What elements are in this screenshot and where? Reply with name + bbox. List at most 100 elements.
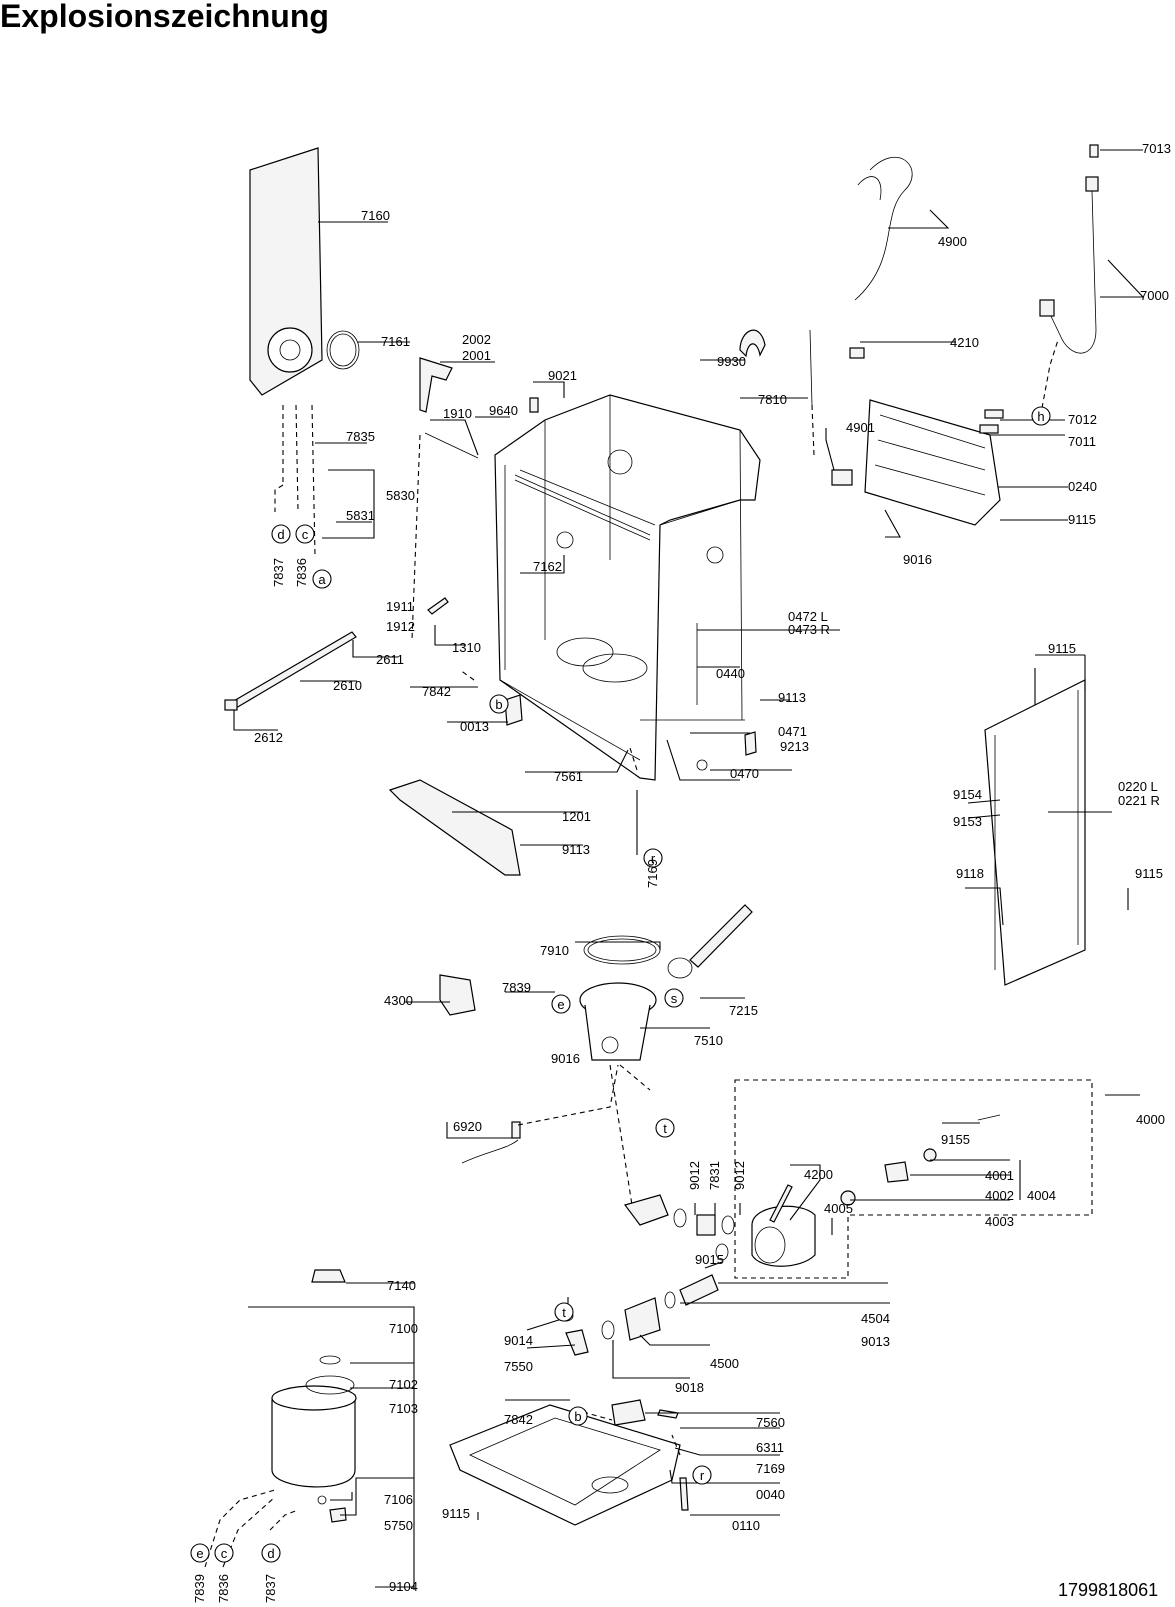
part-1201-base-cover [388,779,521,876]
label-7106: 7106 [384,1492,413,1507]
pump-assembly-4000-boundary [734,1079,1093,1279]
label-2610: 2610 [333,678,362,693]
part-4003 [840,1190,856,1206]
marker-a: a [312,569,332,589]
part-number-labels: 7160 7161 2002 2001 9021 1910 9640 7835 … [192,141,1171,1603]
part-4002 [884,1161,909,1183]
label-0472L: 0472 L [788,609,828,624]
svg-text:e: e [557,997,564,1012]
label-7839-lower: 7839 [192,1574,207,1603]
label-9014: 9014 [504,1333,533,1348]
part-2001-bracket [419,357,453,413]
label-0110: 0110 [732,1518,760,1533]
callout-markers: a b c d e h r s t t b r e c d [190,406,1051,1563]
label-9104: 9104 [389,1579,418,1594]
label-7011: 7011 [1068,434,1096,449]
part-7215-hose [689,904,753,968]
part-9021-clip [529,397,539,413]
part-2612-cap [224,699,238,711]
label-2612: 2612 [254,730,283,745]
part-7000-connector [1039,299,1055,317]
label-0240: 0240 [1068,479,1097,494]
part-7100-softener [271,1394,356,1488]
page-title: Explosionszeichnung [0,0,329,34]
part-4900-cable [854,157,913,301]
label-7000: 7000 [1140,288,1169,303]
part-9012-clamp-a [673,1208,687,1228]
svg-text:s: s [671,991,678,1006]
label-4300: 4300 [384,993,413,1008]
label-4901: 4901 [846,420,875,435]
label-9213: 9213 [780,739,809,754]
label-9115: 9115 [1068,512,1096,527]
marker-e: e [551,994,571,1014]
marker-b: b [489,694,509,714]
label-0013: 0013 [460,719,489,734]
marker-d-lower: d [261,1543,281,1563]
label-9930: 9930 [717,354,746,369]
label-4210: 4210 [950,335,979,350]
part-4210 [849,347,865,359]
label-6311: 6311 [756,1440,784,1455]
part-6920-fitting [511,1121,521,1139]
part-9155 [977,1114,1001,1121]
label-4004: 4004 [1027,1188,1056,1203]
label-7837-lower: 7837 [263,1574,278,1603]
marker-t: t [655,1118,675,1138]
part-0040-base-tray [449,1404,681,1526]
label-2611: 2611 [376,652,404,667]
part-7831-hose [696,1214,716,1236]
svg-text:c: c [302,527,309,542]
label-7140: 7140 [387,1278,416,1293]
label-9153: 9153 [953,814,982,829]
label-9016-sump: 9016 [551,1051,580,1066]
label-7161: 7161 [381,334,410,349]
part-4200-heater [769,1184,793,1223]
label-7160: 7160 [361,208,390,223]
part-1910-seal [424,432,479,459]
label-9155: 9155 [941,1132,970,1147]
label-4002: 4002 [985,1188,1014,1203]
label-7842: 7842 [422,684,451,699]
part-4300 [439,974,476,1016]
label-1201: 1201 [562,809,591,824]
part-0013-hinge [504,694,523,726]
part-1310 [427,597,449,615]
label-7100: 7100 [389,1321,418,1336]
part-7102-seal [319,1355,341,1365]
label-7835: 7835 [346,429,375,444]
part-7560 [611,1399,646,1426]
part-7011 [979,424,999,434]
label-7550: 7550 [504,1359,533,1374]
label-1911: 1911 [386,599,414,614]
label-4500: 4500 [710,1356,739,1371]
svg-text:c: c [221,1546,228,1561]
part-7103-seal [305,1375,355,1395]
part-4504-hose [679,1274,719,1306]
label-7012: 7012 [1068,412,1097,427]
label-9115-door-right: 9115 [1135,866,1163,881]
label-2002: 2002 [462,332,491,347]
part-7000-cable [1047,190,1097,354]
label-7169-lower: 7169 [756,1461,785,1476]
label-4200: 4200 [804,1167,833,1182]
part-5750 [317,1495,327,1505]
label-7162: 7162 [533,559,562,574]
part-0470-hinge [744,731,757,756]
part-sump-outlet [623,1194,669,1226]
label-7842-lower: 7842 [504,1412,533,1427]
label-7837: 7837 [271,558,286,587]
document-number: 1799818061 [1058,1580,1159,1600]
label-4001: 4001 [985,1168,1014,1183]
label-9018: 9018 [675,1380,704,1395]
svg-text:b: b [495,697,502,712]
svg-text:b: b [574,1409,581,1424]
svg-text:r: r [700,1468,705,1483]
part-0240-control-panel [864,399,1001,526]
part-4001 [923,1148,937,1162]
part-7910-ring [583,935,661,965]
label-5831: 5831 [346,508,375,523]
label-5830: 5830 [386,488,415,503]
part-7550-elbow [565,1329,589,1356]
